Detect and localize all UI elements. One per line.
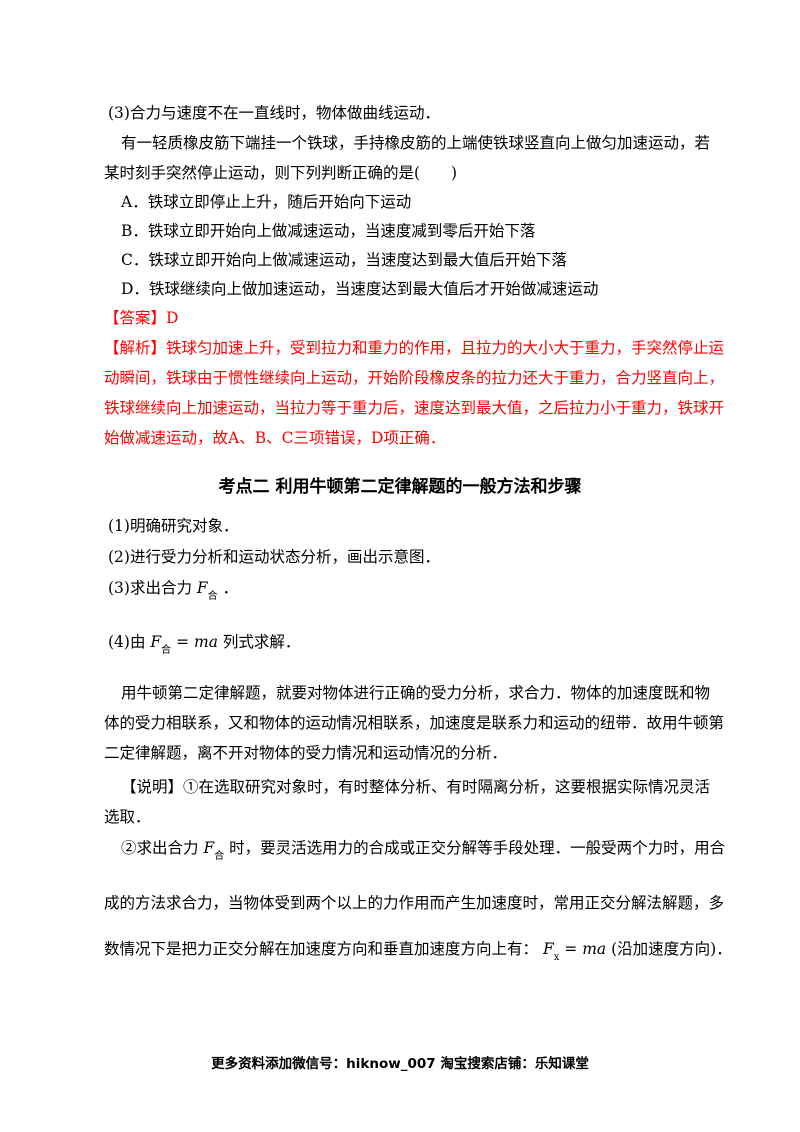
note-line: ②求出合力 F合 时，要灵活选用力的合成或正交分解等手段处理．一般受两个力时，用…	[121, 838, 725, 867]
question-line: 有一轻质橡皮筋下端挂一个铁球，手持橡皮筋的上端使铁球竖直向上做匀加速运动，若	[121, 134, 711, 152]
option-c: C．铁球立即开始向上做减速运动，当速度达到最大值后开始下落	[121, 251, 567, 269]
note-line: 选取．	[104, 808, 151, 826]
option-b: B．铁球立即开始向上做减速运动，当速度减到零后开始下落	[121, 222, 536, 240]
note-suffix: (沿加速度方向)．	[611, 940, 732, 958]
analysis-line: 始做减速运动，故A、B、C三项错误，D项正确．	[104, 429, 446, 447]
analysis-line: 铁球继续向上加速运动，当拉力等于重力后，速度达到最大值，之后拉力小于重力，铁球开	[104, 399, 725, 417]
analysis-line: 【解析】铁球匀加速上升，受到拉力和重力的作用，且拉力的大小大于重力，手突然停止运	[104, 339, 725, 357]
analysis-line: 动瞬间，铁球由于惯性继续向上运动，开始阶段橡皮条的拉力还大于重力，合力竖直向上，	[104, 369, 725, 387]
formula-f-he: F合	[196, 579, 218, 602]
step-4-text: (4)由	[108, 633, 146, 651]
formula-f-he: F合	[203, 839, 225, 862]
section-heading: 考点二 利用牛顿第二定律解题的一般方法和步骤	[218, 477, 582, 497]
paragraph-line: (3)合力与速度不在一直线时，物体做曲线运动．	[108, 104, 440, 122]
step-3-suffix: ．	[222, 579, 239, 597]
step-4: (4)由 F合 = ma 列式求解．	[108, 632, 300, 661]
step-4-suffix: 列式求解．	[222, 633, 301, 651]
note-prefix: 数情况下是把力正交分解在加速度方向和垂直加速度方向上有：	[104, 940, 539, 958]
footer-text: 更多资料添加微信号：hiknow_007 淘宝搜索店铺：乐知课堂	[211, 1056, 589, 1072]
note-line: 数情况下是把力正交分解在加速度方向和垂直加速度方向上有： Fx = ma (沿加…	[104, 939, 732, 968]
option-d: D．铁球继续向上做加速运动，当速度达到最大值后才开始做减速运动	[121, 280, 599, 298]
body-line: 体的受力相联系，又和物体的运动情况相联系，加速度是联系力和运动的纽带．故用牛顿第	[104, 714, 725, 732]
step-2: (2)进行受力分析和运动状态分析，画出示意图．	[108, 548, 440, 566]
question-line: 某时刻手突然停止运动，则下列判断正确的是( )	[104, 164, 458, 182]
step-3: (3)求出合力 F合 ．	[108, 578, 238, 607]
formula-f-ma: F合 = ma	[150, 633, 218, 656]
note-prefix: ②求出合力	[121, 839, 199, 857]
note-suffix: 时，要灵活选用力的合成或正交分解等手段处理．一般受两个力时，用合	[229, 839, 726, 857]
step-1: (1)明确研究对象．	[108, 517, 239, 535]
option-a: A．铁球立即停止上升，随后开始向下运动	[121, 193, 412, 211]
step-3-text: (3)求出合力	[108, 579, 192, 597]
answer: 【答案】D	[104, 309, 179, 327]
note-line: 成的方法求合力，当物体受到两个以上的力作用而产生加速度时，常用正交分解法解题，多	[104, 894, 725, 912]
note-line: 【说明】①在选取研究对象时，有时整体分析、有时隔离分析，这要根据实际情况灵活	[121, 778, 711, 796]
body-line: 二定律解题，离不开对物体的受力情况和运动情况的分析．	[104, 744, 508, 762]
body-line: 用牛顿第二定律解题，就要对物体进行正确的受力分析，求合力．物体的加速度既和物	[121, 684, 711, 702]
formula-fx-ma: Fx = ma	[542, 940, 607, 963]
